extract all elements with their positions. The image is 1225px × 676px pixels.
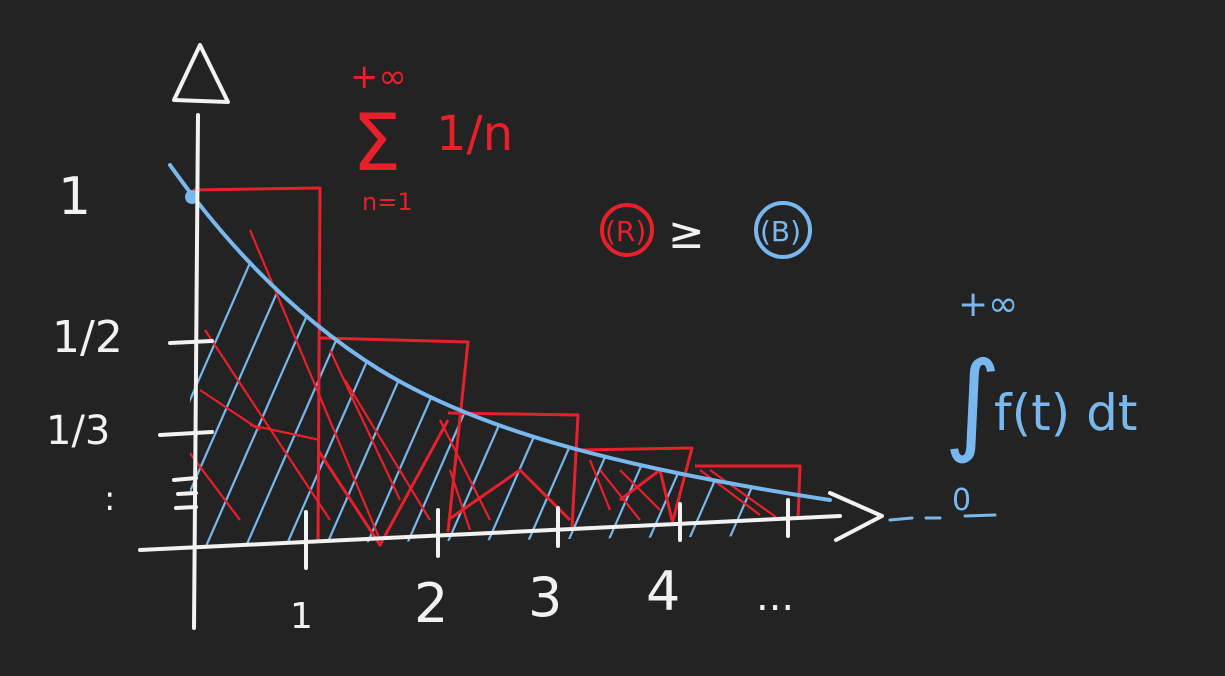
sum-bar-5	[695, 464, 802, 521]
x-label-2: 2	[414, 572, 448, 635]
y-axis-arrowhead	[172, 43, 230, 104]
sum-bar-4	[577, 446, 694, 525]
sum-bar-3	[447, 411, 580, 529]
sum-lower-limit: n=1	[362, 188, 413, 216]
x-axis-arrowhead	[828, 491, 884, 542]
integral-lower-limit: 0	[952, 483, 971, 518]
curve-f	[168, 163, 832, 502]
integral-upper-limit: +∞	[958, 284, 1018, 325]
red-hatching	[190, 229, 781, 541]
y-label-third: 1/3	[46, 408, 110, 454]
sum-upper-limit: +∞	[350, 57, 407, 97]
y-tick-third	[158, 430, 214, 437]
y-label-dots: :	[104, 479, 115, 519]
integral-sign: ∫	[944, 338, 1001, 466]
x-label-1: 1	[290, 596, 313, 637]
x-label-4: 4	[646, 560, 680, 623]
red-area-symbol: (R)	[605, 215, 646, 248]
red-area-symbol-circle	[600, 203, 654, 257]
comparison: (R) ≥ (B)	[600, 201, 812, 259]
axes	[138, 43, 884, 630]
y-tick-half	[168, 339, 214, 345]
comparison-operator: ≥	[668, 208, 705, 259]
integral-notation: +∞ ∫ f(t) dt 0	[944, 284, 1137, 518]
x-label-3: 3	[528, 566, 562, 629]
integral-extension	[888, 513, 997, 522]
sum-sigma: Σ	[352, 99, 401, 189]
sum-rectangles	[192, 186, 802, 547]
x-axis	[138, 514, 842, 552]
series-notation: +∞ Σ 1/n n=1	[350, 57, 513, 216]
y-label-half: 1/2	[52, 312, 123, 363]
blue-area-symbol: (B)	[760, 215, 801, 248]
integrand: f(t) dt	[994, 384, 1137, 442]
blue-hatching	[190, 239, 820, 545]
y-label-one: 1	[58, 167, 91, 227]
y-tick-small	[172, 476, 198, 510]
blue-area-symbol-circle	[754, 201, 812, 259]
sum-term: 1/n	[436, 106, 513, 162]
y-axis	[192, 113, 200, 630]
x-label-ellipsis: ...	[756, 574, 794, 620]
sum-bar-1	[192, 186, 322, 541]
sum-bar-2	[319, 336, 470, 533]
